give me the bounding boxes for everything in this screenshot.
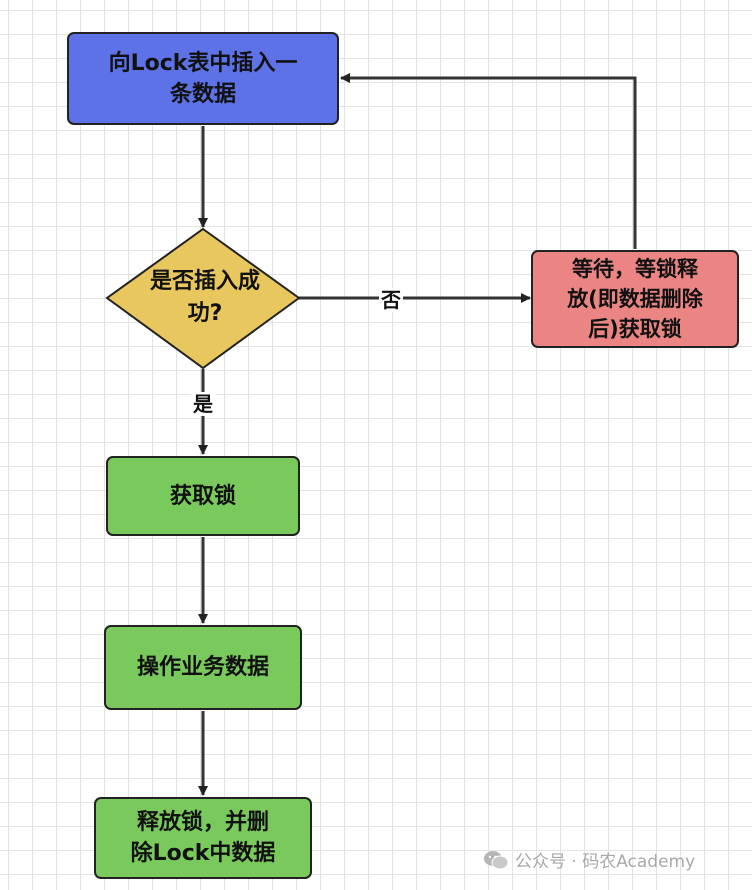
watermark: 公众号 · 码农Academy — [483, 847, 695, 872]
operate-business-data-node: 操作业务数据 — [104, 625, 302, 710]
wechat-icon — [484, 850, 509, 869]
node-text-line: 等待，等锁释 — [571, 257, 698, 281]
node-text-line: 是否插入成 — [149, 269, 260, 294]
edge-label-yes: 是 — [191, 392, 215, 416]
decision-insert-success-label: 是否插入成 功? — [120, 262, 290, 334]
acquire-lock-node: 获取锁 — [106, 456, 300, 536]
wait-for-release-node: 等待，等锁释 放(即数据删除 后)获取锁 — [531, 250, 739, 348]
node-text-line: 操作业务数据 — [136, 655, 269, 680]
node-text-line: 获取锁 — [169, 483, 236, 509]
node-text-line: 向Lock表中插入一 — [108, 50, 298, 76]
insert-lock-row-node: 向Lock表中插入一 条数据 — [67, 32, 339, 125]
node-text-line: 后)获取锁 — [588, 317, 682, 341]
node-text-line: 功? — [187, 301, 223, 326]
edge-label-no: 否 — [379, 288, 403, 312]
watermark-text: 公众号 · 码农Academy — [515, 852, 696, 872]
node-text-line: 释放锁，并删 — [136, 810, 269, 835]
release-lock-node: 释放锁，并删 除Lock中数据 — [94, 797, 312, 879]
node-text-line: 放(即数据删除 — [567, 287, 703, 311]
edge-wait-to-insert — [340, 73, 637, 249]
decision-diamond — [105, 227, 301, 370]
node-text-line: 条数据 — [169, 81, 236, 107]
node-text-line: 除Lock中数据 — [130, 841, 276, 866]
